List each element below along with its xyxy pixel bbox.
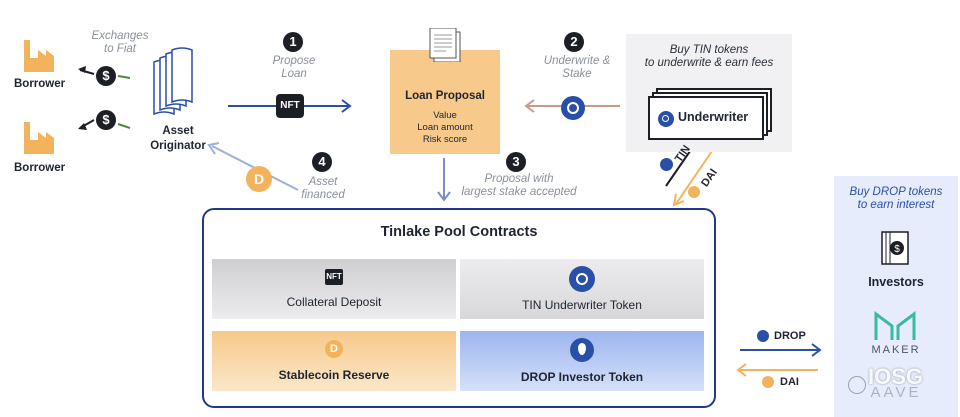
investor-wallet-icon: $ <box>881 231 909 265</box>
centrifuge-icon <box>658 111 674 127</box>
maker-logo-icon <box>874 311 916 340</box>
document-stack-icon <box>153 47 193 116</box>
dai-coin-icon: D <box>246 166 272 192</box>
buy-tin-text: Buy TIN tokens to underwrite & earn fees <box>644 44 774 69</box>
underwriter-card: Underwriter <box>648 96 764 140</box>
step-1-badge: 1 <box>283 32 303 52</box>
step-4-badge: 4 <box>312 152 332 172</box>
stablecoin-reserve-cell: D Stablecoin Reserve <box>212 331 456 391</box>
collateral-deposit-cell: NFT Collateral Deposit <box>212 259 456 319</box>
loan-proposal-title: Loan Proposal <box>405 90 485 102</box>
tin-underwriter-label: TIN Underwriter Token <box>522 298 642 312</box>
investors-label: Investors <box>868 275 924 289</box>
loan-proposal-card: Loan Proposal Value Loan amount Risk sco… <box>390 28 500 154</box>
wechat-icon <box>848 376 866 394</box>
watermark: IOSG <box>868 364 924 389</box>
step-3-badge: 3 <box>506 152 526 172</box>
drop-token-icon <box>757 330 769 342</box>
factory-icon <box>24 122 54 154</box>
maker-label: MAKER <box>871 344 921 356</box>
tin-underwriter-cell: TIN Underwriter Token <box>460 259 704 319</box>
underwriter-panel: Buy TIN tokens to underwrite & earn fees… <box>626 34 792 152</box>
dai-coin-icon <box>688 186 700 198</box>
step-4-text: Asset financed <box>301 176 345 201</box>
asset-originator-label: Asset Originator <box>150 125 206 152</box>
factory-icon <box>24 40 54 72</box>
centrifuge-icon <box>569 266 595 292</box>
drop-icon <box>570 338 594 362</box>
drop-investor-label: DROP Investor Token <box>520 370 644 384</box>
drop-flow-label: DROP <box>774 330 806 342</box>
dai-coin-icon: D <box>325 340 343 358</box>
investors-panel: Buy DROP tokens to earn interest $ Inves… <box>834 176 958 417</box>
nft-badge-icon: NFT <box>325 269 343 285</box>
step-2-badge: 2 <box>564 32 584 52</box>
collateral-deposit-label: Collateral Deposit <box>286 295 382 309</box>
dollar-coin-icon: $ <box>96 110 116 130</box>
borrower-label-top: Borrower <box>14 78 66 90</box>
step-3-text: Proposal with largest stake accepted <box>461 173 577 198</box>
tin-token-icon <box>660 158 673 171</box>
pool-title: Tinlake Pool Contracts <box>380 224 538 240</box>
borrower-label-bottom: Borrower <box>14 162 66 174</box>
tinlake-pool-box: Tinlake Pool Contracts NFT Collateral De… <box>202 208 716 408</box>
svg-text:$: $ <box>894 244 900 255</box>
underwriter-label: Underwriter <box>678 110 749 124</box>
dai-coin-icon <box>762 376 774 388</box>
dai-return-label: DAI <box>780 376 799 388</box>
stablecoin-reserve-label: Stablecoin Reserve <box>278 368 390 382</box>
exchanges-to-fiat-note: Exchanges to Fiat <box>91 30 149 55</box>
dollar-coin-icon: $ <box>96 66 116 86</box>
document-icon <box>429 28 461 62</box>
step-1-text: Propose Loan <box>272 55 316 80</box>
centrifuge-icon <box>561 96 585 120</box>
nft-badge-icon: NFT <box>276 94 304 118</box>
buy-drop-text: Buy DROP tokens to earn interest <box>849 186 943 211</box>
loan-proposal-fields: Value Loan amount Risk score <box>417 110 473 145</box>
aave-label: AAVE <box>870 384 922 401</box>
step-2-text: Underwrite & Stake <box>543 55 611 80</box>
drop-investor-cell: DROP Investor Token <box>460 331 704 391</box>
